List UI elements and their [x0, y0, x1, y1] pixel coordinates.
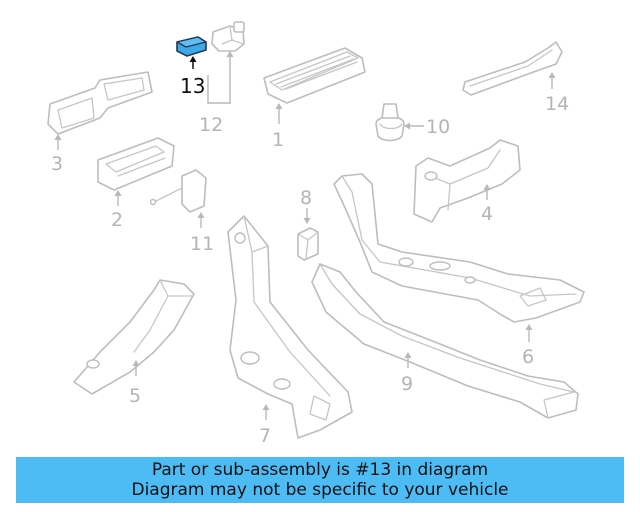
part-10-sensor-plug[interactable]: [375, 103, 424, 142]
part-2-lower-vent[interactable]: [97, 137, 175, 206]
part-number-5: 5: [129, 385, 141, 407]
banner-line-2: Diagram may not be specific to your vehi…: [131, 480, 509, 500]
part-number-10: 10: [426, 116, 450, 138]
part-number-9: 9: [401, 373, 413, 395]
part-7-floor-duct[interactable]: [227, 215, 353, 439]
part-6-upper-duct[interactable]: [333, 173, 585, 342]
part-number-11: 11: [190, 233, 214, 255]
banner-line-1: Part or sub-assembly is #13 in diagram: [151, 460, 489, 480]
part-9-lower-duct[interactable]: [311, 263, 579, 419]
part-8-clip[interactable]: [297, 208, 319, 261]
part-5-side-duct[interactable]: [73, 279, 195, 395]
part-3-dual-vent[interactable]: [47, 71, 153, 150]
part-13-cap[interactable]: [176, 36, 207, 69]
part-number-7: 7: [259, 425, 271, 447]
part-number-3: 3: [51, 153, 63, 175]
info-banner: Part or sub-assembly is #13 in diagram D…: [16, 457, 624, 503]
part-number-2: 2: [111, 209, 123, 231]
part-1-vent-grille[interactable]: [263, 47, 366, 124]
part-12-connector[interactable]: [207, 21, 245, 104]
part-number-13: 13: [180, 74, 205, 98]
part-number-14: 14: [545, 93, 569, 115]
part-number-4: 4: [481, 203, 493, 225]
part-number-8: 8: [300, 187, 312, 209]
part-number-6: 6: [522, 346, 534, 368]
part-number-1: 1: [272, 129, 284, 151]
part-4-bracket-duct[interactable]: [413, 139, 521, 223]
part-number-12: 12: [199, 114, 223, 136]
part-14-curved-duct[interactable]: [462, 41, 563, 96]
part-11-sensor[interactable]: [149, 169, 207, 228]
